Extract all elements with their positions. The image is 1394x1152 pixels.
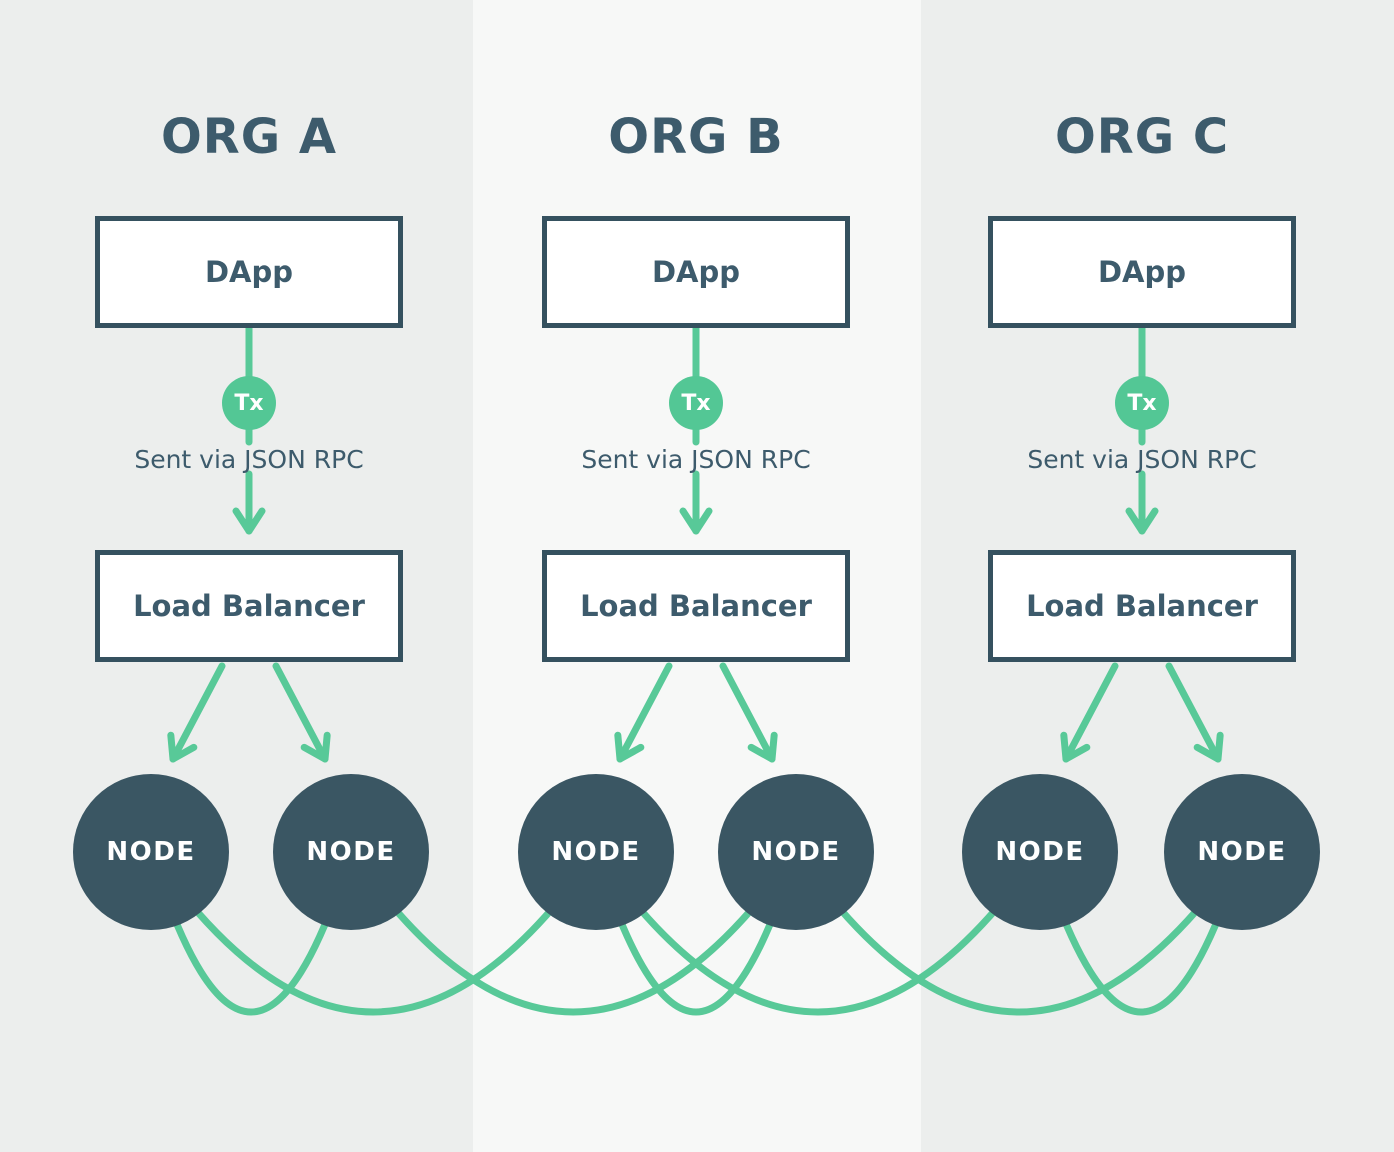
tx-badge-c: Tx xyxy=(1115,376,1169,430)
mesh-arc-node5-node6 xyxy=(1036,848,1246,1016)
mesh-arc-node3-node5 xyxy=(592,848,1044,1016)
node-circle-6: NODE xyxy=(1164,774,1320,930)
loadbalancer-to-node6-arrow-c xyxy=(1165,662,1224,763)
node-circle-3: NODE xyxy=(518,774,674,930)
tx-badge-b: Tx xyxy=(669,376,723,430)
load-balancer-box-c: Load Balancer xyxy=(988,550,1296,662)
node-circle-5: NODE xyxy=(962,774,1118,930)
loadbalancer-to-node5-arrow-c xyxy=(1060,662,1119,763)
load-balancer-label-a: Load Balancer xyxy=(133,589,365,623)
rpc-caption-b: Sent via JSON RPC xyxy=(581,444,811,474)
org-c-title: ORG C xyxy=(1054,109,1230,165)
mesh-arc-node4-node6 xyxy=(792,848,1246,1016)
tx-badge-label-c: Tx xyxy=(1127,390,1157,416)
node-circle-1: NODE xyxy=(73,774,229,930)
dapp-label-a: DApp xyxy=(204,255,294,289)
node-label-6: NODE xyxy=(1197,837,1287,867)
dapp-box-a: DApp xyxy=(95,216,403,328)
dapp-box-c: DApp xyxy=(988,216,1296,328)
tx-badge-label-b: Tx xyxy=(681,390,711,416)
mesh-arc-node1-node2 xyxy=(147,848,355,1016)
mesh-arc-node2-node4 xyxy=(347,848,800,1016)
org-a-title: ORG A xyxy=(160,109,338,165)
dapp-label-b: DApp xyxy=(651,255,741,289)
load-balancer-box-a: Load Balancer xyxy=(95,550,403,662)
node-label-2: NODE xyxy=(306,837,396,867)
node-label-4: NODE xyxy=(751,837,841,867)
org-b-title: ORG B xyxy=(608,109,784,165)
load-balancer-label-c: Load Balancer xyxy=(1026,589,1258,623)
node-label-3: NODE xyxy=(551,837,641,867)
mesh-arc-node3-node4 xyxy=(592,848,800,1016)
mesh-arc-node1-node3 xyxy=(147,848,600,1016)
dapp-label-c: DApp xyxy=(1097,255,1187,289)
load-balancer-box-b: Load Balancer xyxy=(542,550,850,662)
loadbalancer-to-node2-arrow-a xyxy=(272,662,331,763)
loadbalancer-to-node3-arrow-b xyxy=(614,662,673,763)
node-label-1: NODE xyxy=(106,837,196,867)
rpc-caption-a: Sent via JSON RPC xyxy=(134,444,364,474)
dapp-box-b: DApp xyxy=(542,216,850,328)
tx-badge-a: Tx xyxy=(222,376,276,430)
tx-badge-label-a: Tx xyxy=(234,390,264,416)
loadbalancer-to-node4-arrow-b xyxy=(719,662,778,763)
rpc-caption-c: Sent via JSON RPC xyxy=(1027,444,1257,474)
node-label-5: NODE xyxy=(995,837,1085,867)
loadbalancer-to-node1-arrow-a xyxy=(167,662,226,763)
node-circle-2: NODE xyxy=(273,774,429,930)
load-balancer-label-b: Load Balancer xyxy=(580,589,812,623)
node-circle-4: NODE xyxy=(718,774,874,930)
